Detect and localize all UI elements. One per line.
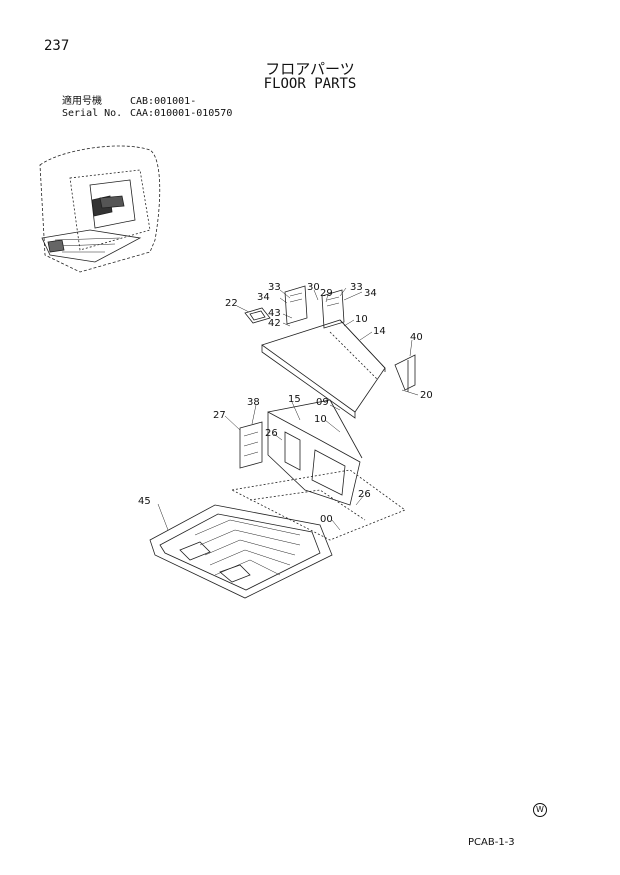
rear-upper-plate — [261, 319, 386, 419]
applicability-row-jp: 適用号機 CAB:001001- — [62, 96, 232, 108]
callout-15: 15 — [288, 394, 301, 405]
bracket-40 — [394, 354, 416, 392]
cab-location-thumbnail — [39, 145, 161, 273]
callout-00: 00 — [320, 514, 333, 525]
callout-26a: 26 — [265, 428, 278, 439]
applicability-row-en: Serial No. CAA:010001-010570 — [62, 108, 232, 120]
callout-20: 20 — [420, 390, 433, 401]
callout-29: 29 — [320, 288, 333, 299]
callout-43: 43 — [268, 308, 281, 319]
page-title-jp: フロアパーツ — [265, 60, 355, 78]
applicability-label-en: Serial No. — [62, 108, 123, 119]
callout-labels: 22 33 34 43 42 30 29 33 34 10 14 40 20 3… — [138, 282, 433, 525]
callout-22: 22 — [225, 298, 238, 309]
callout-14: 14 — [373, 326, 386, 337]
leader-lines — [157, 287, 419, 531]
callout-33b: 33 — [350, 282, 363, 293]
applicability-label-jp: 適用号機 — [62, 96, 102, 107]
lower-base-outline — [230, 469, 406, 541]
callout-10b: 10 — [314, 414, 327, 425]
serial-applicability: 適用号機 CAB:001001- Serial No. CAA:010001-010… — [62, 96, 232, 120]
page-title-en: FLOOR PARTS — [263, 76, 357, 92]
callout-40: 40 — [410, 332, 423, 343]
cover-brackets — [284, 285, 345, 329]
callout-34b: 34 — [364, 288, 377, 299]
callout-45: 45 — [138, 496, 151, 507]
callout-10a: 10 — [355, 314, 368, 325]
callout-27: 27 — [213, 410, 226, 421]
page-number: 237 — [44, 38, 70, 54]
document-code: PCAB-1-3 — [468, 837, 515, 848]
callout-26b: 26 — [358, 489, 371, 500]
callout-09: 09 — [316, 397, 329, 408]
callout-30: 30 — [307, 282, 320, 293]
applicability-value-en: CAA:010001-010570 — [130, 108, 233, 119]
middle-panel — [267, 399, 363, 506]
floor-mat — [149, 504, 333, 599]
side-cover — [239, 421, 263, 469]
callout-33a: 33 — [268, 282, 281, 293]
applicability-value-jp: CAB:001001- — [130, 96, 197, 107]
w-mark-icon: W — [533, 803, 547, 817]
callout-34a: 34 — [257, 292, 270, 303]
pad-22 — [244, 307, 271, 324]
callout-42: 42 — [268, 318, 281, 329]
callout-38: 38 — [247, 397, 260, 408]
